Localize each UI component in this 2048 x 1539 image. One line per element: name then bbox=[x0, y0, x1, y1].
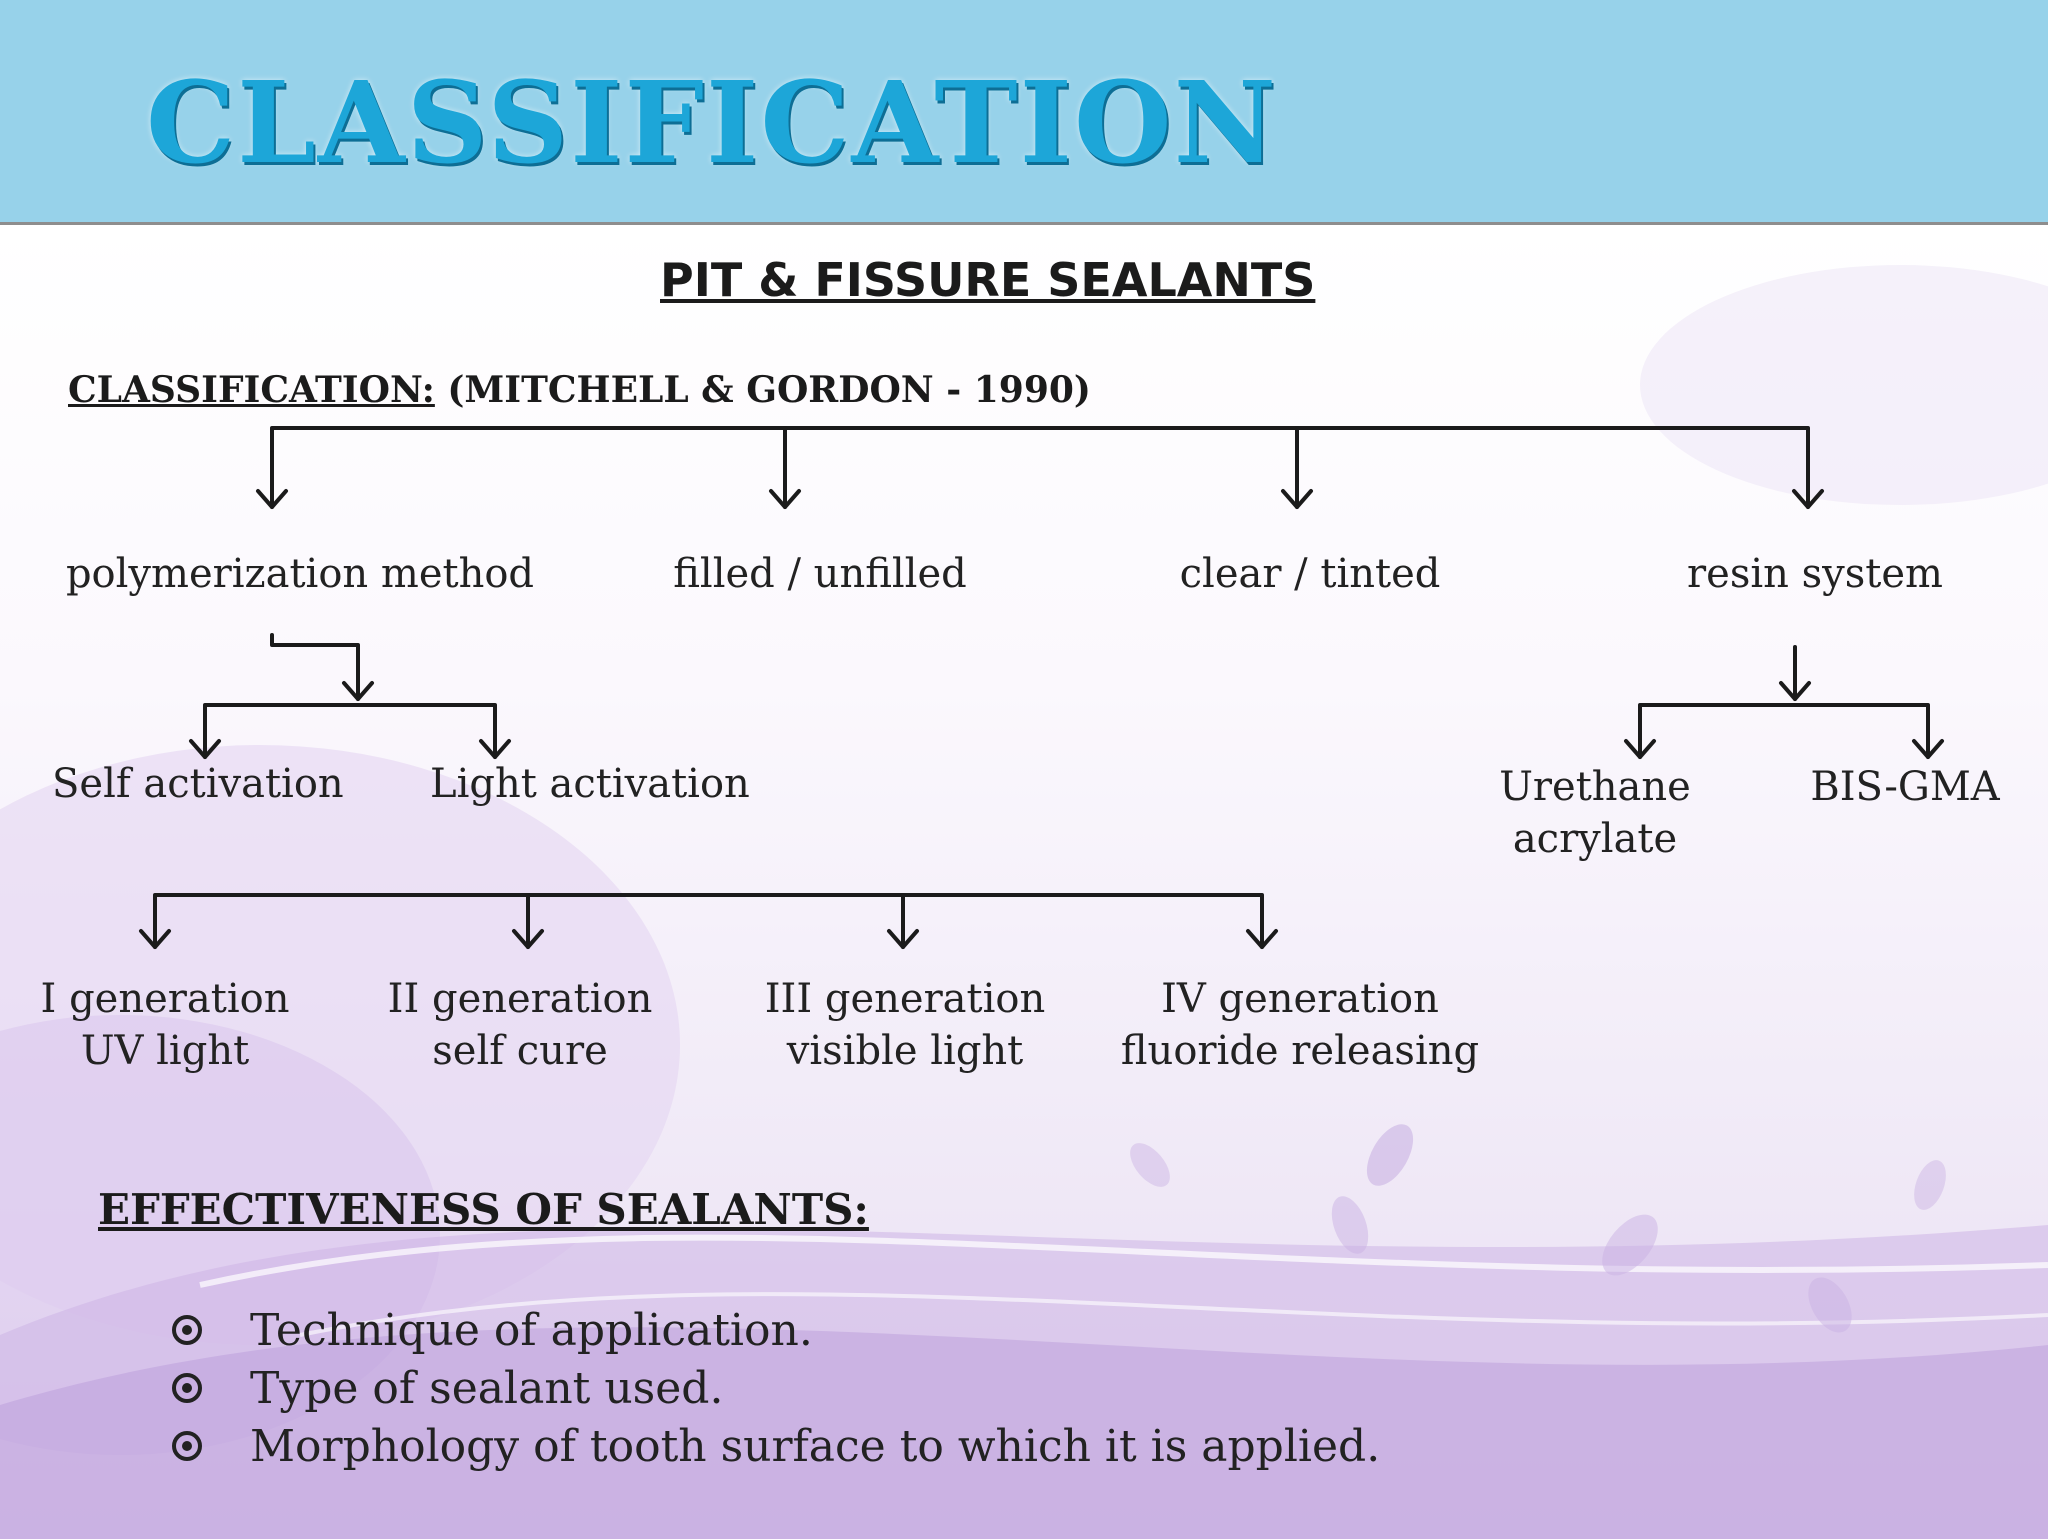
generation-1-desc: UV light bbox=[80, 1028, 250, 1074]
generation-1: I generation UV light bbox=[10, 973, 320, 1077]
generation-4: IV generation fluoride releasing bbox=[1090, 973, 1510, 1077]
list-item-text: Morphology of tooth surface to which it … bbox=[250, 1421, 1381, 1472]
classification-line: CLASSIFICATION: (MITCHELL & GORDON - 199… bbox=[68, 369, 1091, 411]
generation-3-title: III generation bbox=[764, 976, 1046, 1022]
resin-urethane-line1: Urethane bbox=[1499, 764, 1691, 810]
category-clear-tinted: clear / tinted bbox=[1179, 551, 1441, 597]
generation-3: III generation visible light bbox=[735, 973, 1075, 1077]
header-bar: CLASSIFICATION bbox=[0, 0, 2048, 222]
category-polymerization: polymerization method bbox=[65, 551, 535, 597]
category-filled: filled / unfilled bbox=[673, 551, 967, 597]
content-panel: PIT & FISSURE SEALANTS CLASSIFICATION: (… bbox=[0, 222, 2048, 1539]
resin-urethane-line2: acrylate bbox=[1512, 816, 1678, 862]
category-resin-system: resin system bbox=[1687, 551, 1943, 597]
radio-bullet-icon bbox=[172, 1315, 202, 1345]
slide-title: CLASSIFICATION bbox=[146, 58, 1278, 189]
generation-2-desc: self cure bbox=[432, 1028, 608, 1074]
generation-2: II generation self cure bbox=[360, 973, 680, 1077]
effectiveness-heading: EFFECTIVENESS OF SEALANTS: bbox=[98, 1185, 869, 1234]
generation-3-desc: visible light bbox=[786, 1028, 1024, 1074]
resin-bis-gma-line1: BIS-GMA bbox=[1810, 764, 2000, 810]
connector-lines bbox=[139, 426, 1944, 949]
generation-4-desc: fluoride releasing bbox=[1120, 1028, 1480, 1074]
light-activation: Light activation bbox=[430, 761, 750, 807]
list-item-text: Technique of application. bbox=[250, 1305, 813, 1356]
resin-bis-gma: BIS-GMA bbox=[1790, 761, 2020, 813]
list-item-text: Type of sealant used. bbox=[250, 1363, 724, 1414]
self-activation: Self activation bbox=[52, 761, 344, 807]
resin-urethane-acrylate: Urethane acrylate bbox=[1440, 761, 1750, 865]
classification-source: (MITCHELL & GORDON - 1990) bbox=[434, 369, 1091, 411]
generation-1-title: I generation bbox=[40, 976, 290, 1022]
generation-4-title: IV generation bbox=[1161, 976, 1439, 1022]
radio-bullet-icon bbox=[172, 1373, 202, 1403]
floral-background bbox=[0, 265, 2048, 1539]
classification-label: CLASSIFICATION: bbox=[68, 369, 435, 411]
generation-2-title: II generation bbox=[387, 976, 653, 1022]
diagram-heading: PIT & FISSURE SEALANTS bbox=[660, 253, 1316, 307]
radio-bullet-icon bbox=[172, 1431, 202, 1461]
